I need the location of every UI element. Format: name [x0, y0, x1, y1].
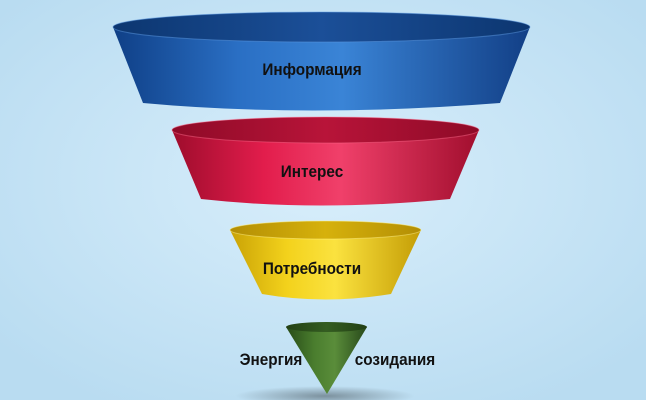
floor-shadow: [235, 386, 415, 400]
funnel-level-3: [229, 220, 422, 300]
funnel-level-4-top: [286, 322, 367, 332]
funnel-level-1-top: [113, 12, 530, 42]
funnel-level-3-body: [230, 230, 421, 300]
funnel-level-1-body: [113, 27, 530, 111]
funnel-level-4: [286, 322, 367, 394]
level-3-label: Потребности: [262, 259, 362, 278]
level-4-label-right: созидания: [354, 350, 436, 369]
level-1-label: Информация: [262, 60, 362, 79]
funnel-level-3-rim: [229, 220, 422, 240]
funnel-level-1-rim: [112, 11, 531, 43]
funnel-level-4-body: [286, 327, 367, 394]
funnel-level-1: [112, 11, 531, 111]
funnel-level-2: [171, 116, 480, 206]
level-2-label: Интерес: [280, 162, 344, 181]
funnel-level-2-body: [172, 130, 479, 206]
level-4-label-left: Энергия: [239, 350, 303, 369]
funnel-level-3-top: [230, 221, 421, 239]
funnel-level-2-top: [172, 117, 479, 143]
funnel-level-2-rim: [171, 116, 480, 144]
